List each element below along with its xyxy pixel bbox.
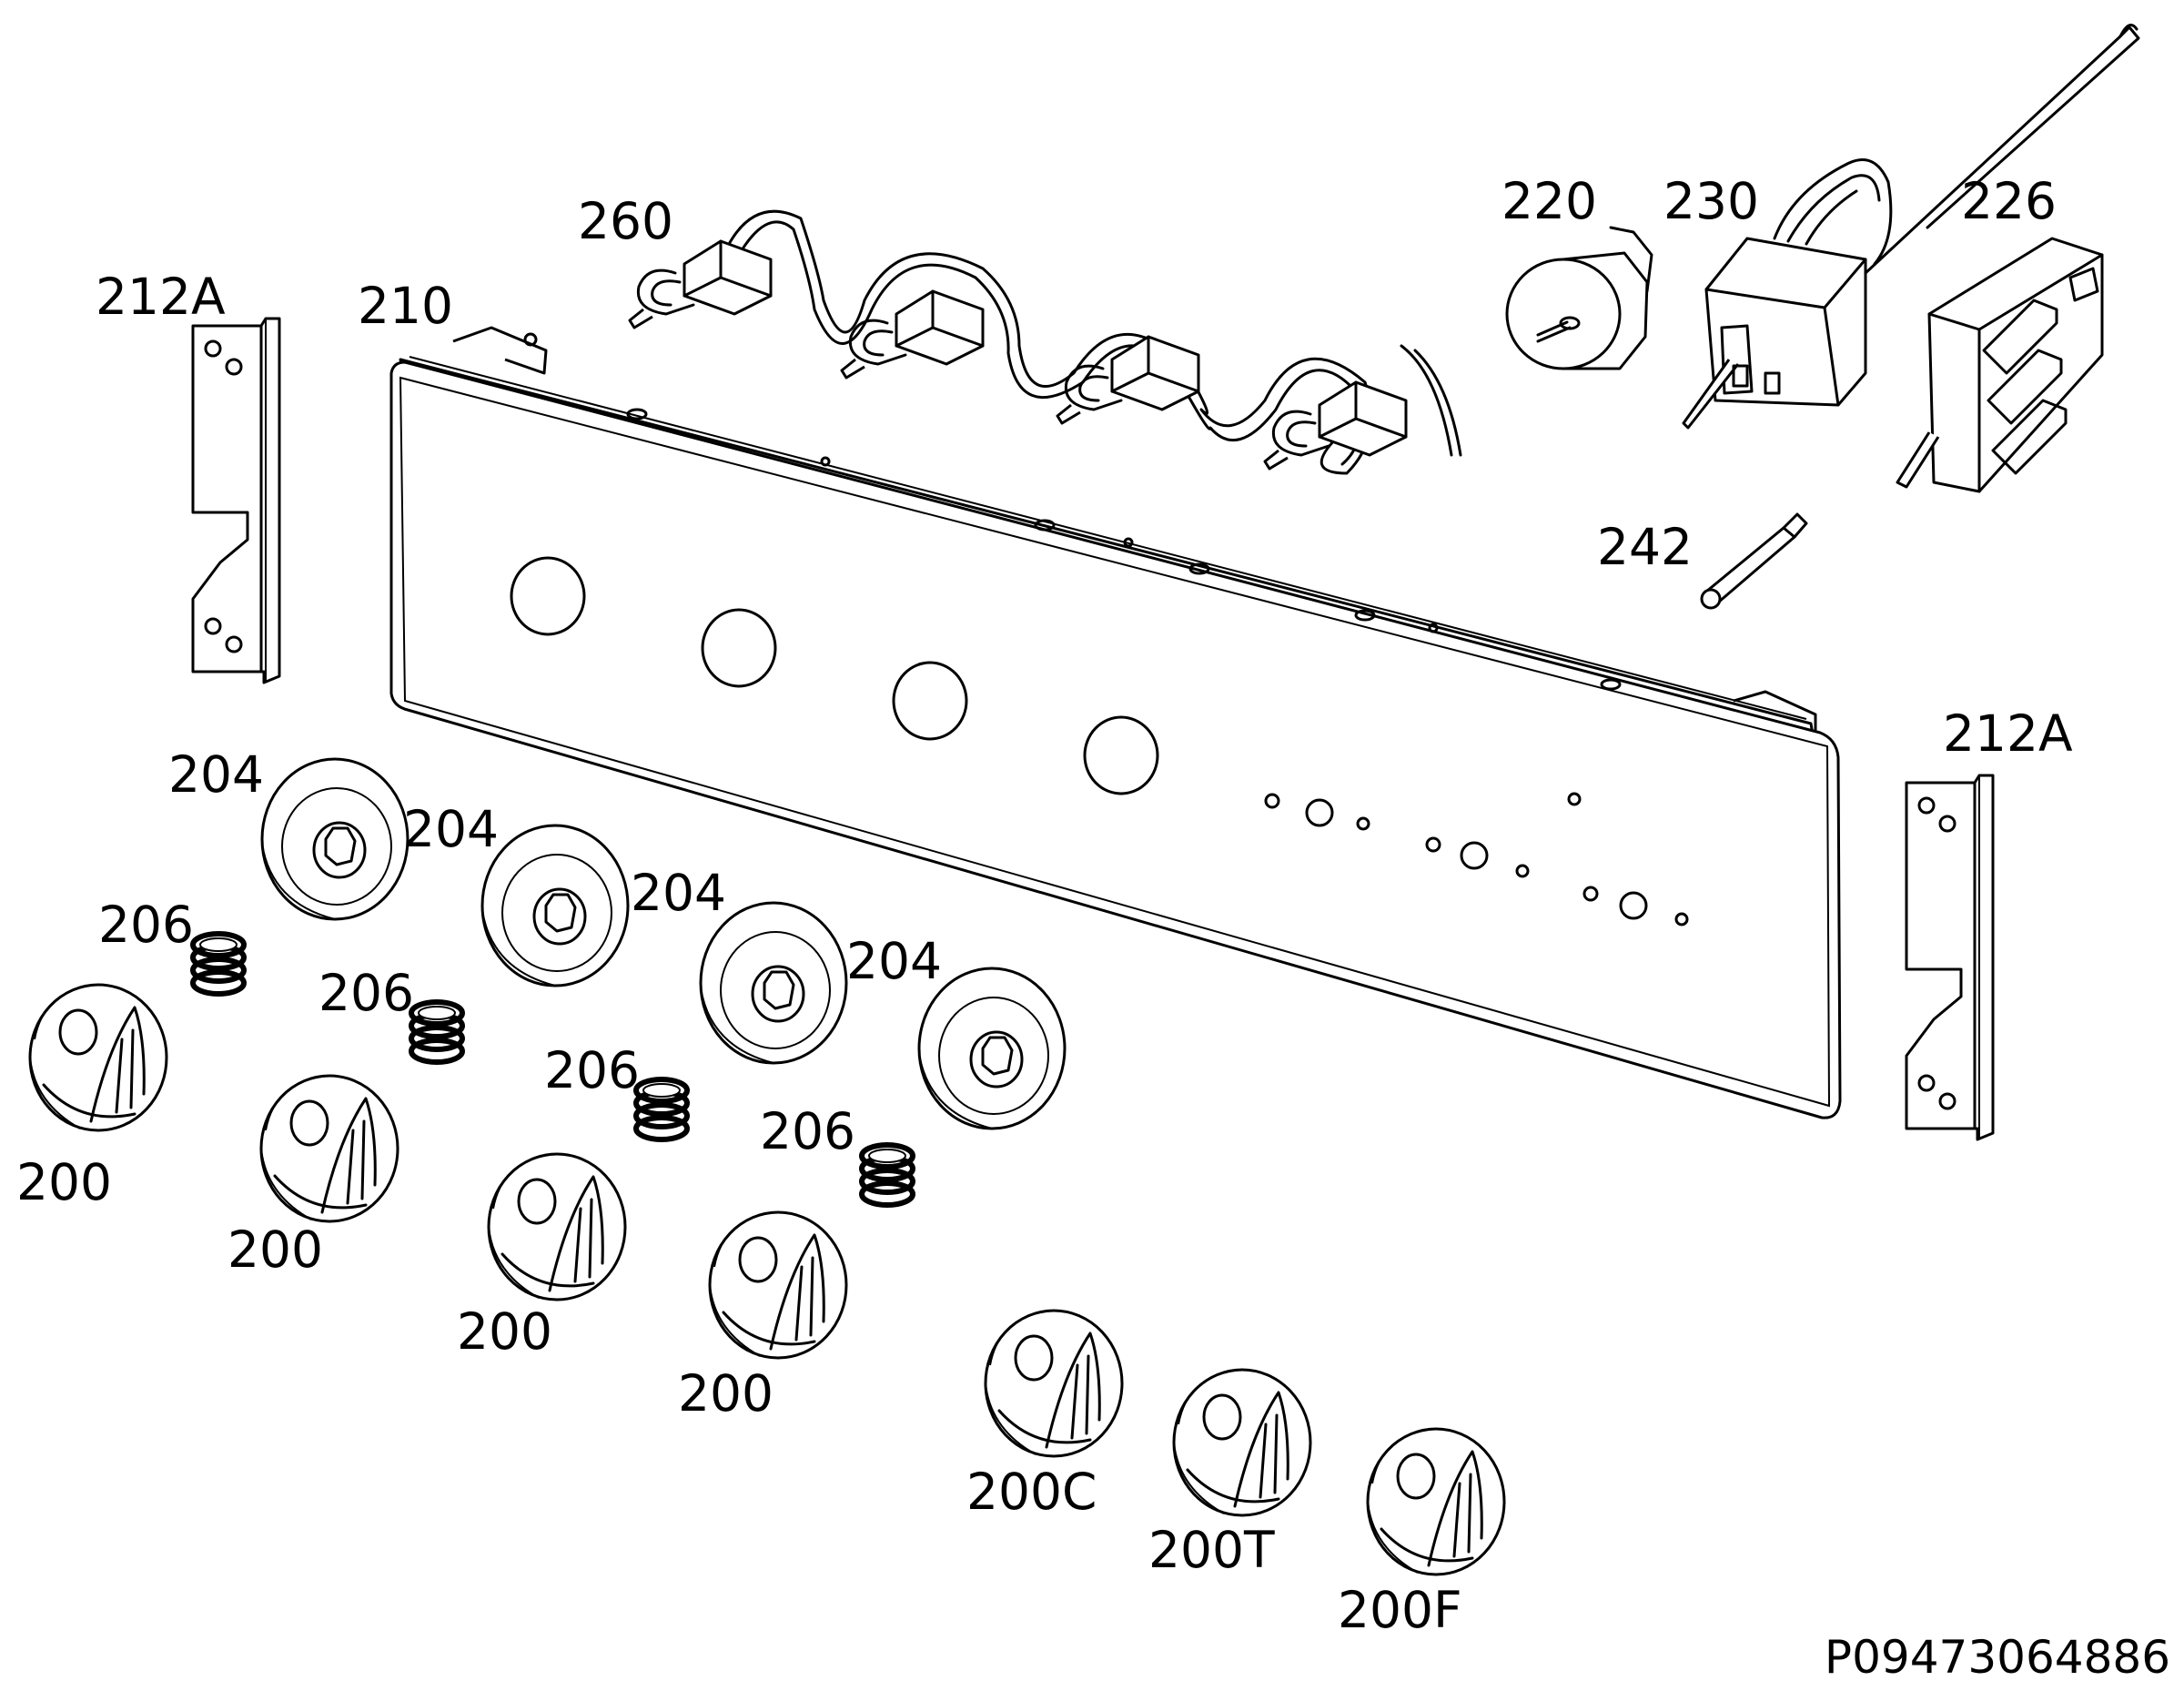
knob-200f [1366, 1427, 1506, 1576]
label-200-3: 200 [457, 1302, 552, 1361]
knob-200-4 [708, 1210, 848, 1360]
label-200c: 200C [966, 1463, 1097, 1521]
spring-206-1 [193, 934, 244, 994]
knob-200-2 [259, 1074, 399, 1223]
thermostat-230 [1682, 24, 2140, 430]
motor-220 [1505, 226, 1653, 370]
label-206-3: 206 [544, 1041, 640, 1099]
knob-200t [1172, 1368, 1312, 1517]
label-204-3: 204 [631, 864, 726, 922]
label-260: 260 [578, 192, 673, 250]
bezel-204-3 [699, 901, 848, 1065]
knob-200-1 [28, 983, 168, 1132]
label-212a-left: 212A [96, 268, 226, 326]
label-220: 220 [1502, 172, 1597, 230]
bezel-204-1 [260, 757, 410, 921]
label-204-2: 204 [403, 800, 499, 858]
knob-200c [984, 1309, 1124, 1458]
bezel-204-2 [480, 824, 630, 987]
bezel-204-4 [917, 967, 1067, 1130]
spring-206-2 [411, 1002, 462, 1062]
label-210: 210 [358, 277, 453, 335]
label-204-1: 204 [168, 745, 264, 804]
drawing-code: P09473064886 [1825, 1631, 2170, 1681]
bracket-212a-left [191, 317, 281, 684]
switch-harness-260 [628, 209, 1462, 475]
label-200t: 200T [1148, 1521, 1275, 1579]
label-200-1: 200 [16, 1153, 112, 1211]
spring-206-4 [862, 1145, 913, 1205]
label-204-4: 204 [846, 932, 942, 990]
label-200-2: 200 [228, 1220, 323, 1279]
control-panel-210 [389, 326, 1842, 1119]
bracket-212a-right [1905, 774, 1995, 1141]
knob-200-3 [487, 1152, 627, 1301]
switch-block-226 [1896, 237, 2104, 493]
label-206-2: 206 [318, 964, 414, 1022]
label-200-4: 200 [678, 1364, 774, 1423]
label-212a-right: 212A [1943, 704, 2073, 763]
label-226: 226 [1961, 172, 2057, 230]
label-230: 230 [1663, 172, 1759, 230]
label-206-1: 206 [98, 896, 194, 954]
spring-206-3 [636, 1079, 687, 1139]
label-242: 242 [1597, 518, 1693, 576]
part-242 [1700, 512, 1808, 610]
label-200f: 200F [1338, 1581, 1462, 1639]
label-206-4: 206 [760, 1102, 855, 1160]
